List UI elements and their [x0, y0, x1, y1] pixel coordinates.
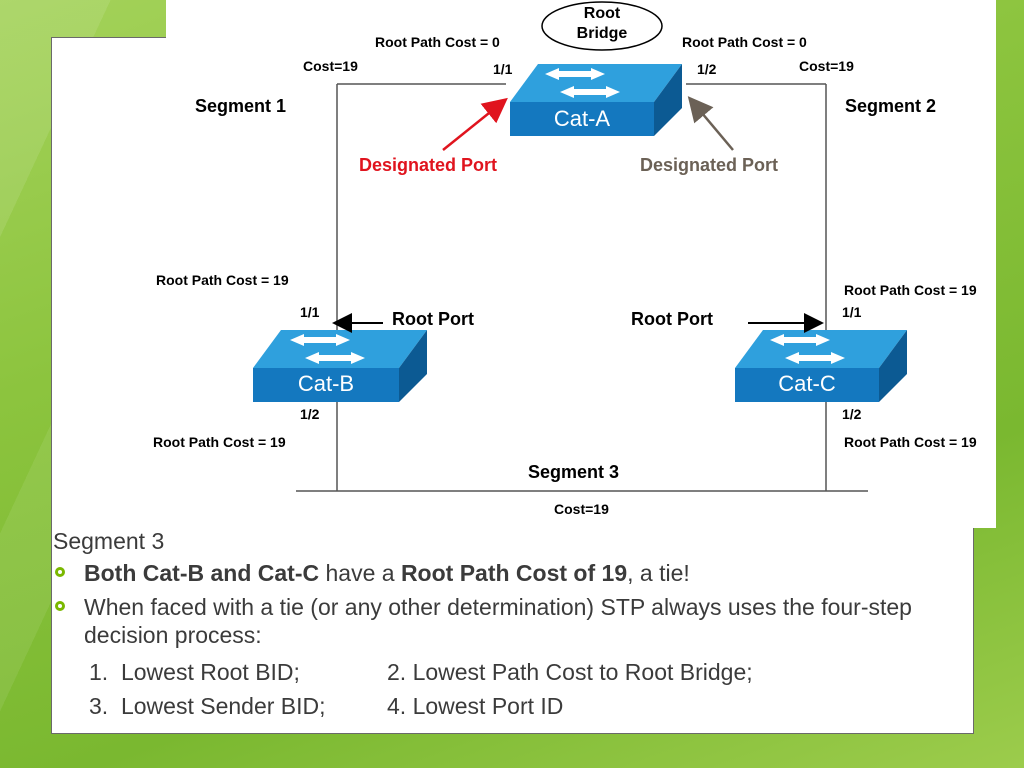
port-c-2: 1/2 [842, 406, 862, 422]
bullet-item-tie: Both Cat-B and Cat-C have a Root Path Co… [53, 559, 973, 587]
root-bridge-ellipse [541, 1, 663, 51]
bullet-text: have a [319, 560, 401, 586]
segment-2-label: Segment 2 [845, 96, 937, 116]
port-c-1: 1/1 [842, 304, 862, 320]
switch-label-cat-a: Cat-A [553, 106, 611, 131]
switch-label-cat-b: Cat-B [297, 371, 355, 396]
bullet-item-decision: When faced with a tie (or any other dete… [53, 593, 973, 649]
designated-port-label-right: Designated Port [640, 155, 779, 175]
port-a-1: 1/1 [493, 61, 513, 77]
segment-3-label: Segment 3 [528, 462, 620, 482]
switch-icon [735, 330, 907, 402]
bullet-bold-switches: Both Cat-B and Cat-C [84, 560, 320, 586]
bullet-text: , a tie! [627, 560, 690, 586]
bullets-heading: Segment 3 [53, 528, 165, 554]
ring-bullet-icon [55, 601, 65, 611]
segment-1-label: Segment 1 [195, 96, 287, 116]
root-port-label-c: Root Port [631, 309, 713, 329]
decision-steps: 1. Lowest Root BID; 2. Lowest Path Cost t… [53, 655, 973, 723]
bullet-text: When faced with a tie (or any other dete… [84, 594, 912, 648]
root-port-label-b: Root Port [392, 309, 474, 329]
step-3: 3. Lowest Sender BID; [89, 693, 326, 719]
cost-segment-1: Cost=19 [303, 58, 358, 74]
root-path-cost-c-top: Root Path Cost = 19 [838, 280, 983, 300]
port-b-2: 1/2 [300, 406, 320, 422]
ring-bullet-icon [55, 567, 65, 577]
port-b-1: 1/1 [300, 304, 320, 320]
step-1: 1. Lowest Root BID; [89, 659, 300, 685]
designated-port-label-left: Designated Port [359, 155, 498, 175]
switch-icon [510, 64, 682, 136]
bullet-bold-cost: Root Path Cost of 19 [400, 560, 628, 586]
cost-segment-3: Cost=19 [554, 501, 609, 517]
root-path-cost-b-bottom: Root Path Cost = 19 [153, 434, 286, 450]
switch-label-cat-c: Cat-C [778, 371, 836, 396]
port-a-2: 1/2 [697, 61, 717, 77]
step-2: 2. Lowest Path Cost to Root Bridge; [387, 659, 753, 685]
root-path-cost-a-left: Root Path Cost = 0 [375, 34, 500, 50]
designated-port-arrow-red [442, 97, 508, 151]
root-path-cost-a-right: Root Path Cost = 0 [682, 34, 807, 50]
root-bridge-label: Root Bridge [576, 5, 628, 42]
designated-port-arrow-gray [687, 96, 734, 151]
root-path-cost-c-bottom: Root Path Cost = 19 [838, 432, 983, 452]
cost-segment-2: Cost=19 [799, 58, 854, 74]
root-path-cost-b-top: Root Path Cost = 19 [156, 272, 289, 288]
slide-bullets: Segment 3 Both Cat-B and Cat-C have a Ro… [53, 528, 973, 723]
switch-icon [253, 330, 427, 402]
step-4: 4. Lowest Port ID [387, 693, 564, 719]
